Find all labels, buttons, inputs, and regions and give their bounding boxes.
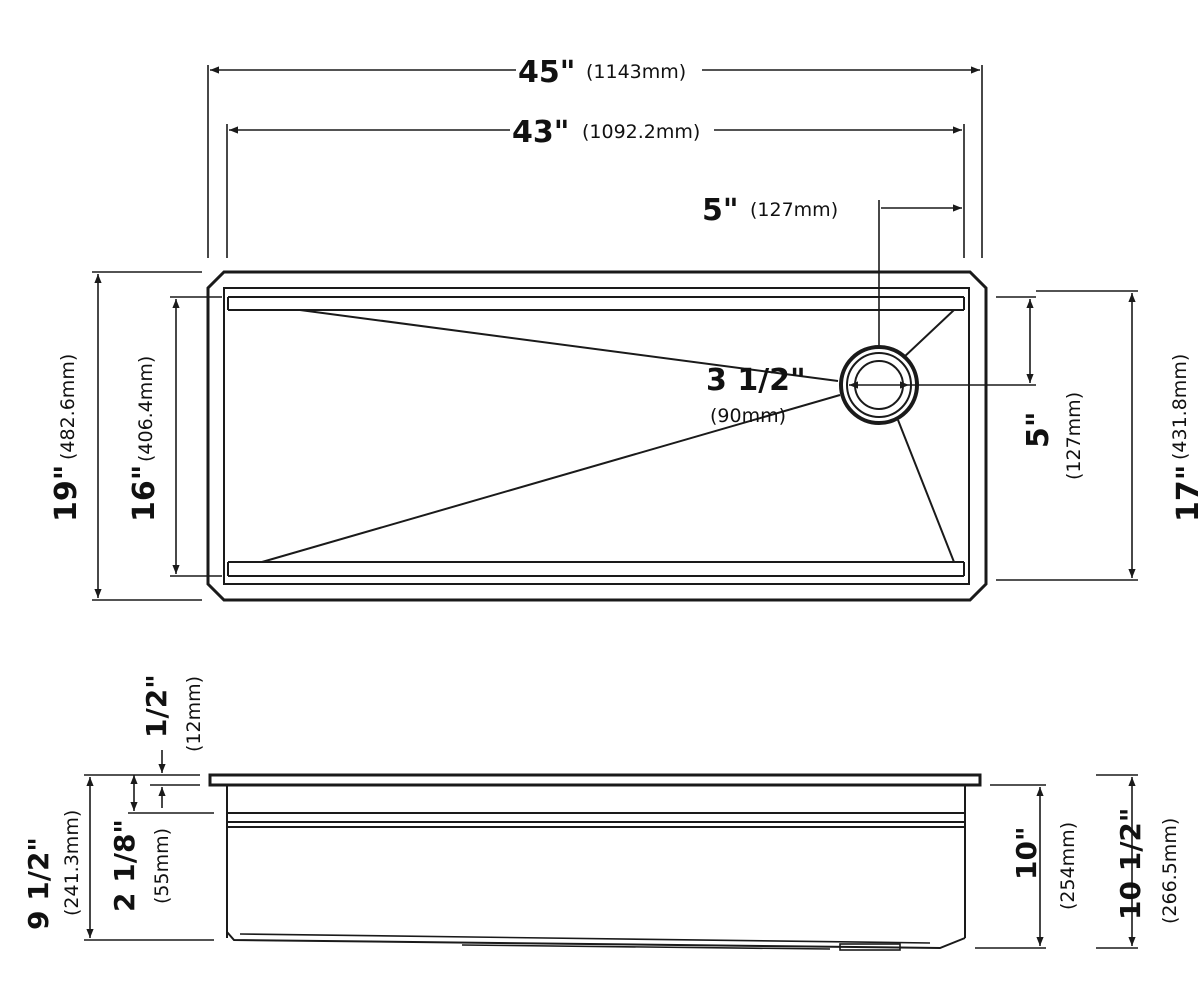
ledge-in: 2 1/8": [108, 819, 141, 912]
ledge-mm: (55mm): [151, 828, 173, 904]
dim-drain-offset-x: 5" (127mm): [702, 193, 962, 345]
height-right-inner-mm: (254mm): [1057, 822, 1079, 910]
dim-depth-17: 17" (431.8mm): [996, 290, 1200, 581]
flange-in: 1/2": [140, 674, 173, 738]
overall-width-mm: (1143mm): [586, 61, 686, 83]
dim-drain-diameter: 3 1/2" (90mm): [706, 363, 909, 427]
sink-inner-bowl: [223, 287, 970, 585]
side-drain-fitting: [839, 943, 901, 951]
drain-offset-y-mm: (127mm): [1063, 392, 1085, 480]
drain-offset-x-in: 5": [702, 193, 739, 228]
slope-line: [902, 309, 955, 359]
top-view: [206, 270, 988, 602]
height-right-outer-mm: (266.5mm): [1159, 818, 1181, 924]
dim-overall-depth: 19" (482.6mm): [49, 271, 202, 601]
dim-drain-offset-y: 5" (127mm): [909, 296, 1085, 480]
overall-depth-mm: (482.6mm): [57, 354, 79, 460]
dim-height-right-outer: 10 1/2" (266.5mm): [1096, 774, 1181, 949]
slope-line: [261, 394, 841, 563]
drain-offset-y-in: 5": [1021, 411, 1056, 448]
dim-inner-depth: 16" (406.4mm): [127, 296, 222, 577]
overall-depth-in: 19": [49, 465, 84, 522]
drain-offset-x-mm: (127mm): [750, 199, 838, 221]
dim-ledge: 2 1/8" (55mm): [108, 775, 214, 912]
depth-17-mm: (431.8mm): [1169, 354, 1191, 460]
side-flange: [208, 773, 982, 787]
drain-dia-mm: (90mm): [710, 405, 786, 427]
flange-mm: (12mm): [183, 676, 205, 752]
dim-height-left: 9 1/2" (241.3mm): [22, 774, 214, 941]
side-view: [208, 773, 982, 951]
inner-depth-in: 16": [127, 465, 162, 522]
slope-line: [299, 309, 839, 382]
side-drain-line: [461, 944, 831, 950]
side-bottom-slope: [239, 933, 931, 944]
inner-depth-mm: (406.4mm): [135, 356, 157, 462]
dim-inner-width: 43" (1092.2mm): [226, 115, 965, 258]
overall-width-in: 45": [518, 55, 575, 90]
depth-17-in: 17": [1171, 465, 1200, 522]
height-left-mm: (241.3mm): [61, 810, 83, 916]
side-bottom: [226, 931, 966, 950]
inner-width-mm: (1092.2mm): [582, 121, 700, 143]
height-right-inner-in: 10": [1010, 826, 1043, 880]
dim-height-right-inner: 10" (254mm): [975, 784, 1079, 949]
slope-line: [897, 419, 955, 563]
dim-overall-width: 45" (1143mm): [207, 55, 983, 258]
sink-outer-outline: [206, 270, 988, 602]
inner-width-in: 43": [512, 115, 569, 150]
drain-dia-in: 3 1/2": [706, 363, 806, 398]
dim-flange: 1/2" (12mm): [140, 674, 205, 808]
height-right-outer-in: 10 1/2": [1114, 808, 1147, 921]
height-left-in: 9 1/2": [22, 837, 55, 930]
